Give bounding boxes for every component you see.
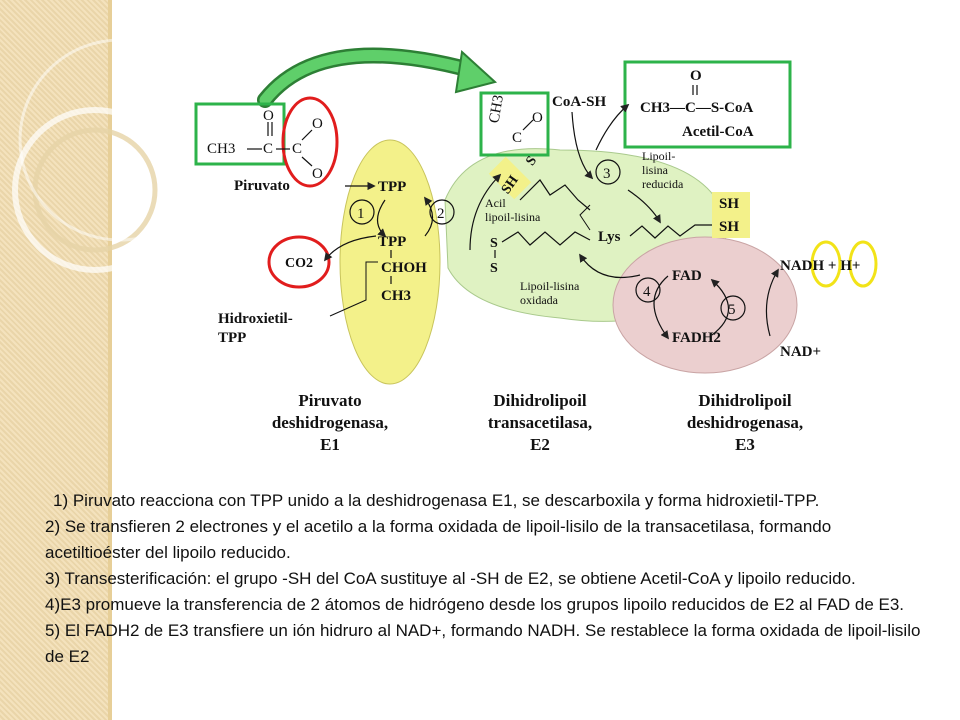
ch3-box: CH3 [486,94,507,125]
lipoil-reducida-line2: lisina [642,163,669,177]
step-4: 4 [643,284,651,300]
acyl-line2: lipoil-lisina [485,210,541,224]
acetyl-top-o: O [690,68,702,84]
e1-enzyme-blob [339,139,441,385]
sh-highlight [488,156,532,200]
pyruvate-dehydrogenase-diagram: CH3 C O C O O Piruvato TPP 1 2 TPP CHOH … [12,38,878,454]
step-3: 3 [603,166,611,182]
o-top1: O [263,108,274,124]
decorative-stripe-edge [108,0,112,720]
c-box: C [512,130,522,146]
ch3-lower: CH3 [381,288,411,304]
step-2: 2 [437,206,445,222]
enzyme1-line1: Piruvato [298,391,361,410]
proton-circle [848,240,878,288]
chohh: CHOH [381,260,427,276]
fad-label: FAD [672,268,702,284]
sh-2: SH [719,219,739,235]
acyl-line1: Acil [485,196,506,210]
co2-circle [267,235,331,289]
co2-label: CO2 [285,256,313,271]
enzyme2-line3: E2 [530,435,550,454]
nadh-label: NADH + H+ [780,258,860,274]
acetyl-formula: CH3—C—S-CoA [640,100,754,116]
e3-enzyme-blob [612,236,798,374]
fadh2-label: FADH2 [672,330,721,346]
enzyme3-line1: Dihidrolipoil [698,391,791,410]
ch3-left: CH3 [207,141,235,157]
o-box: O [532,110,543,126]
enzyme1-line3: E1 [320,435,340,454]
lipoil-oxidada-line2: oxidada [520,293,559,307]
nad-label: NAD+ [780,344,821,360]
c-right: C [292,141,302,157]
s-upper: S [490,236,498,251]
tpp-upper: TPP [378,179,406,195]
o-minus: O [312,166,323,182]
caption-step-2: 2) Se transfieren 2 electrones y el acet… [45,517,832,562]
transfer-arrowhead [454,50,498,94]
caption-step-3: 3) Transesterificación: el grupo -SH del… [45,569,856,588]
c-left: C [263,141,273,157]
lipoil-oxidada-line1: Lipoil-lisina [520,279,580,293]
enzyme2-line1: Dihidrolipoil [493,391,586,410]
coa-sh: CoA-SH [552,94,607,110]
caption-step-5: 5) El FADH2 de E3 transfiere un ión hidr… [45,621,921,666]
caption-step-4: 4)E3 promueve la transferencia de 2 átom… [45,595,905,614]
pyruvate-label: Piruvato [234,178,290,194]
enzyme3-line2: deshidrogenasa, [687,413,803,432]
enzyme1-line2: deshidrogenasa, [272,413,388,432]
transfer-arrow-inner [259,49,476,106]
explanation-text: 1) Piruvato reacciona con TPP unido a la… [45,488,925,670]
lipoil-reducida-line3: reducida [642,177,684,191]
enzyme3-line3: E3 [735,435,755,454]
tpp-lower: TPP [378,234,406,250]
carboxyl-circle [281,96,339,188]
s-lower: S [490,261,498,276]
step-5: 5 [728,302,736,318]
decorative-rings [12,38,222,273]
hydroxyethyl-line2: TPP [218,330,246,346]
lipoil-reducida-line1: Lipoil- [642,149,675,163]
sh-1: SH [719,196,739,212]
acetyl-box [479,91,550,157]
caption-step-1: 1) Piruvato reacciona con TPP unido a la… [53,491,820,510]
acetyl-coa-label: Acetil-CoA [682,124,754,140]
hydroxyethyl-line1: Hidroxietil- [218,311,293,327]
o-top2: O [312,116,323,132]
enzyme2-line2: transacetilasa, [488,413,592,432]
lys-label: Lys [598,229,621,245]
nadh-circle [810,240,842,288]
sh-pair-highlight [712,192,750,238]
step-1: 1 [357,206,365,222]
